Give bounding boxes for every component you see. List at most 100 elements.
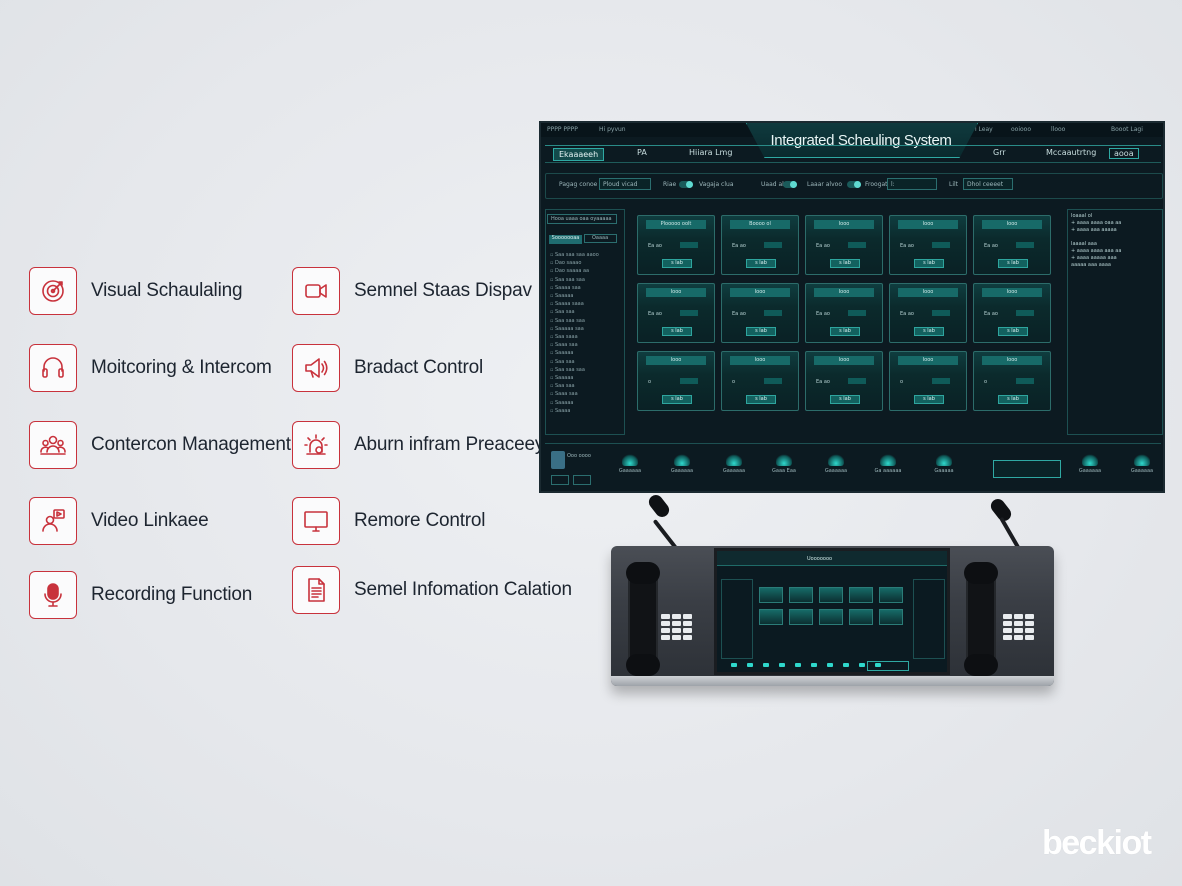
tree-item[interactable]: Saa saa [550,308,616,316]
mini-toolbar-button[interactable] [731,663,737,667]
card-call-button[interactable]: s lab [914,259,944,268]
toolbar-button[interactable]: Gaaaaaa [1125,453,1159,474]
filter-toggle[interactable] [679,181,693,188]
tree-item[interactable]: Saa saa saa [550,317,616,325]
mini-terminal-card[interactable] [759,587,783,603]
tree-search-input[interactable]: Hooa uaaa oaa oyaaaaa [547,214,617,224]
tree-item[interactable]: Saa saa saa [550,276,616,284]
tree-item[interactable]: Saaaaa [550,292,616,300]
card-call-button[interactable]: s lab [830,327,860,336]
mini-toolbar-button[interactable] [843,663,849,667]
tree-item[interactable]: Saaaaa [550,374,616,382]
right-keypad[interactable] [1003,614,1037,640]
console-screen[interactable]: Uooooooo [714,548,950,675]
mini-terminal-card[interactable] [789,609,813,625]
card-call-button[interactable]: s lab [662,395,692,404]
card-call-button[interactable]: s lab [830,259,860,268]
mini-toolbar-button[interactable] [747,663,753,667]
card-call-button[interactable]: s lab [830,395,860,404]
tree-item[interactable]: Saaaaa saa [550,325,616,333]
card-call-button[interactable]: s lab [662,327,692,336]
card-call-button[interactable]: s lab [746,259,776,268]
tree-item[interactable]: Saaaaa [550,399,616,407]
tab-pa[interactable]: PA [637,148,647,157]
tree-item[interactable]: Saaa saa [550,341,616,349]
toolbar-button[interactable]: Gaaa Eaa [767,453,801,474]
card-call-button[interactable]: s lab [998,259,1028,268]
tree-item[interactable]: Saaaa [550,407,616,415]
card-call-button[interactable]: s lab [998,327,1028,336]
tree-item[interactable]: Saa saa saa aaoo [550,251,616,259]
mini-terminal-card[interactable] [819,609,843,625]
tab-history-log[interactable]: Hiiara Lmg [689,148,733,157]
toolbar-button[interactable]: Gaaaaaa [613,453,647,474]
small-button[interactable] [551,475,569,485]
small-button[interactable] [573,475,591,485]
tab-dispatch[interactable]: Ekaaaeeh [553,148,605,161]
tab-grr[interactable]: Grr [993,148,1006,157]
toolbar-button[interactable]: Gaaaaaa [717,453,751,474]
tree-item[interactable]: Saa saa [550,358,616,366]
mini-terminal-card[interactable] [879,609,903,625]
mini-toolbar-button[interactable] [763,663,769,667]
tree-tab[interactable]: Sooooooaa [549,235,582,244]
card-call-button[interactable]: s lab [746,327,776,336]
tree-item[interactable]: Saa saaa [550,333,616,341]
card-call-button[interactable]: s lab [662,259,692,268]
tree-item[interactable]: Saa saa saa [550,366,616,374]
console-input[interactable] [867,661,909,671]
mini-toolbar-button[interactable] [779,663,785,667]
toolbar-button[interactable]: Gaaaaaa [665,453,699,474]
tree-item[interactable]: Saaa saa [550,390,616,398]
filter-select[interactable]: Ploud vicad [599,178,651,190]
filter-select[interactable]: l: [887,178,937,190]
mini-toolbar-button[interactable] [795,663,801,667]
mini-terminal-card[interactable] [759,609,783,625]
mini-toolbar-button[interactable] [827,663,833,667]
card-call-button[interactable]: s lab [998,395,1028,404]
tree-item[interactable]: Saa saa [550,382,616,390]
mini-terminal-card[interactable] [819,587,843,603]
filter-select[interactable]: Dhol ceeeet [963,178,1013,190]
toolbar-button[interactable]: Gaaaaa [927,453,961,474]
toolbar-button[interactable]: Gaaaaaa [819,453,853,474]
toolbar-button[interactable]: Gaaaaaa [1073,453,1107,474]
mini-toolbar-button[interactable] [875,663,881,667]
mini-terminal-card[interactable] [879,587,903,603]
tab-dropdown[interactable]: aooa [1109,148,1139,159]
tree-item[interactable]: Dao saaaa aa [550,267,616,275]
card-call-button[interactable]: s lab [746,395,776,404]
mini-terminal-card[interactable] [849,609,873,625]
left-keypad[interactable] [661,614,695,640]
tree-item[interactable]: Saaaa saaa [550,300,616,308]
tree-item[interactable]: Saaaa saa [550,284,616,292]
bottom-input[interactable] [993,460,1061,478]
mini-toolbar-button[interactable] [811,663,817,667]
tab-monitoring[interactable]: Mccaautrtng [1046,148,1097,157]
right-handset[interactable] [964,562,998,676]
mini-terminal-card[interactable] [789,587,813,603]
card-call-button[interactable]: s lab [914,327,944,336]
mini-terminal-card[interactable] [849,587,873,603]
left-handset[interactable] [626,562,660,676]
filter-toggle[interactable] [783,181,797,188]
filter-toggle[interactable] [847,181,861,188]
tree-tab[interactable]: Oaaaa [583,234,617,243]
mini-toolbar-button[interactable] [859,663,865,667]
toolbar-button[interactable]: Ga aaaaaa [871,453,905,474]
tree-item[interactable]: Saaaaa [550,349,616,357]
